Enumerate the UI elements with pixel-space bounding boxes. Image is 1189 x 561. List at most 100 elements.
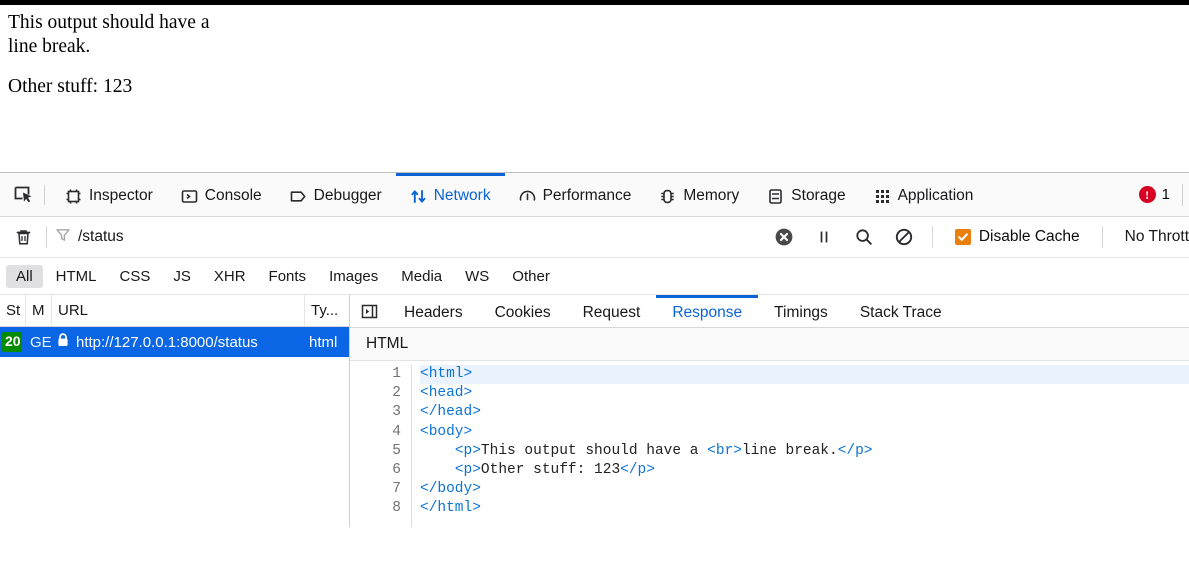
code-tag: <body> <box>420 423 473 440</box>
search-magnifier-icon[interactable] <box>844 223 884 251</box>
type-filter-fonts[interactable]: Fonts <box>268 267 307 285</box>
row-type-cell: html <box>309 333 338 351</box>
code-tag: </head> <box>420 404 481 421</box>
row-status-cell: 20 <box>0 327 26 357</box>
code-line: <html> <box>420 365 1189 385</box>
detail-tab-request[interactable]: Request <box>582 303 641 321</box>
tab-console[interactable]: Console <box>167 173 276 216</box>
column-header-url[interactable]: URL <box>52 295 305 326</box>
request-list-header: St M URL Ty... <box>0 295 349 327</box>
trash-icon[interactable] <box>8 223 38 251</box>
lock-icon <box>56 332 70 352</box>
type-filter-xhr[interactable]: XHR <box>213 267 246 285</box>
code-tag: <br> <box>707 442 742 459</box>
funnel-filter-icon <box>55 227 71 248</box>
line-number: 3 <box>392 404 401 421</box>
tab-label: Memory <box>683 187 740 204</box>
tab-performance[interactable]: Performance <box>505 173 646 216</box>
row-method-cell: GE <box>30 333 52 351</box>
tab-network[interactable]: Network <box>395 173 505 216</box>
row-url-cell: http://127.0.0.1:8000/status <box>52 327 305 357</box>
block-no-entry-icon[interactable] <box>884 223 924 251</box>
line-number: 7 <box>392 481 401 498</box>
type-filter-other[interactable]: Other <box>512 267 550 285</box>
type-filter-js[interactable]: JS <box>173 267 191 285</box>
toolbar-left-group <box>0 173 51 216</box>
error-count-badge[interactable]: ! 1 <box>1135 186 1180 203</box>
line-number: 6 <box>392 461 401 478</box>
devtools-tab-list: Inspector Console Debugger Network Perfo… <box>51 173 1135 216</box>
line-number: 5 <box>392 442 401 459</box>
code-line: </body> <box>420 480 1189 499</box>
type-filter-html[interactable]: HTML <box>55 267 97 285</box>
type-filter-all[interactable]: All <box>6 264 43 288</box>
detail-tab-stack-trace[interactable]: Stack Trace <box>859 303 942 321</box>
type-filter-ws[interactable]: WS <box>465 267 490 285</box>
toolbar-divider-right <box>1182 183 1183 206</box>
type-filter-media[interactable]: Media <box>401 267 443 285</box>
resource-type-filters: All HTML CSS JS XHR Fonts Images Media W… <box>0 258 1189 295</box>
code-text: line break. <box>741 442 838 459</box>
code-tag: <p> <box>454 442 481 459</box>
code-line: </html> <box>420 499 1189 518</box>
column-header-method[interactable]: M <box>26 295 52 326</box>
code-tag: </p> <box>837 442 873 459</box>
tab-storage[interactable]: Storage <box>753 173 859 216</box>
disable-cache-checkbox[interactable]: Disable Cache <box>941 228 1094 246</box>
panel-toggle-icon[interactable] <box>350 295 388 327</box>
detail-tab-cookies[interactable]: Cookies <box>494 303 551 321</box>
code-text <box>420 462 455 478</box>
page-line-1a: This output should have a <box>8 12 210 33</box>
pause-icon[interactable] <box>804 223 844 251</box>
detail-tab-headers[interactable]: Headers <box>404 303 463 321</box>
toolbar-right-group: ! 1 <box>1135 173 1189 216</box>
tab-label: Application <box>897 187 974 204</box>
devtools-toolbar: Inspector Console Debugger Network Perfo… <box>0 173 1189 217</box>
tab-debugger[interactable]: Debugger <box>276 173 396 216</box>
response-section-header[interactable]: HTML <box>350 328 1189 361</box>
request-detail-panel: Headers Cookies Request Response Timings… <box>350 295 1189 527</box>
code-tag: </p> <box>620 461 655 478</box>
detail-tab-timings[interactable]: Timings <box>774 303 828 321</box>
tab-label: Inspector <box>89 187 153 204</box>
clear-circle-x-icon[interactable] <box>764 223 804 251</box>
filter-divider-2 <box>931 226 933 248</box>
network-filter-toolbar: /status <box>0 217 1189 258</box>
tab-label: Performance <box>542 187 632 204</box>
tab-application[interactable]: Application <box>860 173 988 216</box>
toolbar-divider <box>44 184 45 205</box>
tab-label: Network <box>433 187 491 204</box>
tab-inspector[interactable]: Inspector <box>51 173 167 216</box>
throttle-dropdown[interactable]: No Thrott <box>1124 228 1189 245</box>
code-text <box>420 443 455 459</box>
filter-input[interactable]: /status <box>55 224 764 250</box>
code-tag: </body> <box>420 481 481 498</box>
source-code-lines[interactable]: <html><head></head><body> <p>This output… <box>412 365 1189 527</box>
filter-divider-3 <box>1101 226 1103 248</box>
column-header-type[interactable]: Ty... <box>311 302 339 319</box>
page-line-1b: line break. <box>8 35 91 57</box>
code-tag: <head> <box>420 385 473 402</box>
type-filter-images[interactable]: Images <box>329 267 379 285</box>
column-header-status[interactable]: St <box>0 295 26 326</box>
tab-label: Storage <box>791 187 846 204</box>
detail-tab-response[interactable]: Response <box>656 295 759 327</box>
code-tag: <p> <box>454 461 481 478</box>
line-number: 1 <box>392 366 401 382</box>
row-url-text: http://127.0.0.1:8000/status <box>76 333 258 351</box>
request-list-panel: St M URL Ty... 20 GE http://127.0.0.1:80… <box>0 295 350 527</box>
error-icon: ! <box>1138 186 1156 203</box>
tab-memory[interactable]: Memory <box>645 173 753 216</box>
code-line: <p>Other stuff: 123</p> <box>420 461 1189 480</box>
table-row[interactable]: 20 GE http://127.0.0.1:8000/status html <box>0 327 349 357</box>
element-picker-icon[interactable] <box>8 181 38 209</box>
code-line: <head> <box>420 384 1189 403</box>
type-filter-css[interactable]: CSS <box>119 267 151 285</box>
filter-input-value: /status <box>78 228 124 245</box>
status-badge: 20 <box>2 332 22 352</box>
